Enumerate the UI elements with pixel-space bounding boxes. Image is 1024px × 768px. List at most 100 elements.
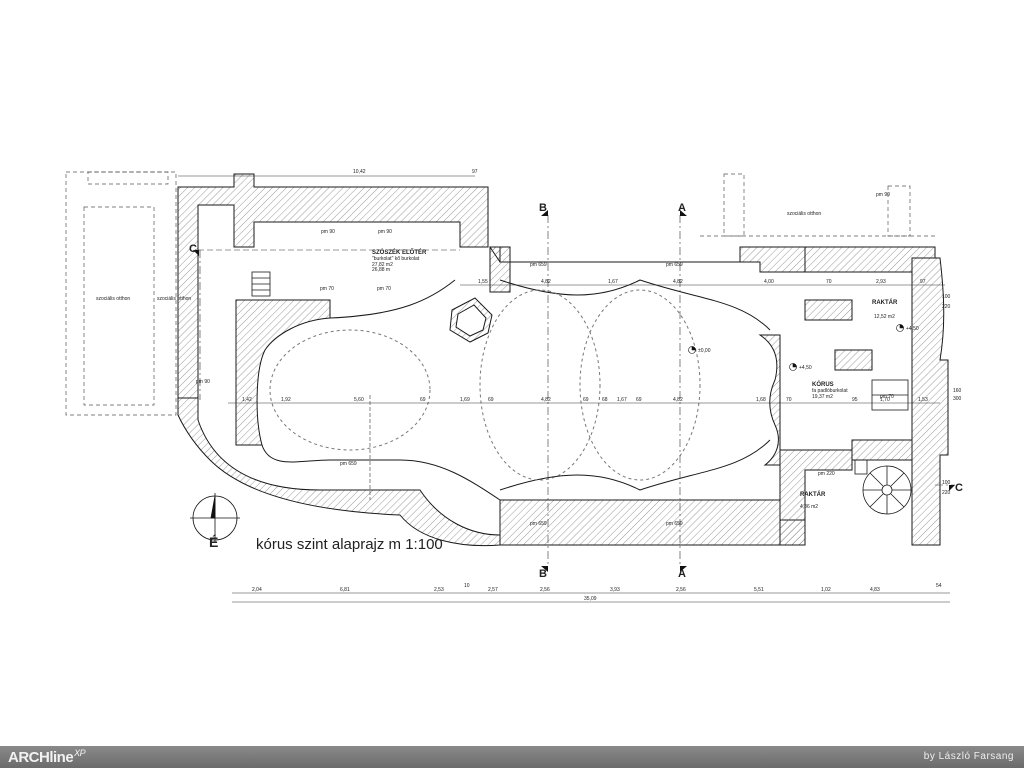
level-upper-2: +4,50 bbox=[906, 326, 919, 332]
room-eloter-area: 27,82 m2 bbox=[372, 262, 393, 268]
section-mark-b-top: B bbox=[539, 202, 547, 214]
spiral-staircase bbox=[251, 271, 912, 515]
room-korus-area: 19,37 m2 bbox=[812, 394, 833, 400]
room-szocialis-mid: szociális otthon bbox=[157, 296, 191, 302]
svg-text:1,69: 1,69 bbox=[460, 397, 470, 403]
archline-logo: ARCHlineXP bbox=[8, 748, 86, 766]
svg-text:95: 95 bbox=[852, 397, 858, 403]
svg-text:2,56: 2,56 bbox=[676, 587, 686, 593]
north-label: É bbox=[209, 534, 218, 550]
brand-sup: XP bbox=[74, 748, 86, 758]
section-mark-c-left: C bbox=[189, 243, 197, 255]
svg-text:70: 70 bbox=[826, 279, 832, 285]
dims-bottom-row: 2,04 6,81 2,53 2,57 2,56 3,93 2,56 5,51 … bbox=[252, 583, 942, 602]
svg-text:1,55: 1,55 bbox=[478, 279, 488, 285]
svg-text:54: 54 bbox=[936, 583, 942, 589]
svg-text:1,67: 1,67 bbox=[608, 279, 618, 285]
svg-text:5,51: 5,51 bbox=[754, 587, 764, 593]
author-credit: by László Farsang bbox=[923, 751, 1014, 762]
section-mark-a-bottom: A bbox=[678, 568, 686, 580]
vault-outlines bbox=[261, 279, 771, 501]
svg-text:69: 69 bbox=[488, 397, 494, 403]
svg-text:2,56: 2,56 bbox=[540, 587, 550, 593]
pulpit bbox=[449, 297, 493, 343]
dim-top-small: 97 bbox=[472, 169, 478, 175]
svg-text:2,93: 2,93 bbox=[876, 279, 886, 285]
svg-text:5,60: 5,60 bbox=[354, 397, 364, 403]
svg-text:2,57: 2,57 bbox=[488, 587, 498, 593]
svg-text:1,92: 1,92 bbox=[281, 397, 291, 403]
svg-text:pm 659: pm 659 bbox=[340, 461, 357, 467]
room-eloter-name: SZÓSZÉK ELŐTÉR bbox=[372, 248, 427, 256]
svg-text:100: 100 bbox=[942, 294, 951, 300]
svg-text:300: 300 bbox=[953, 396, 962, 402]
svg-text:2,04: 2,04 bbox=[252, 587, 262, 593]
drawing-title: kórus szint alaprajz m 1:100 bbox=[256, 536, 443, 553]
room-korus-detail: fa padlóburkolat bbox=[812, 388, 848, 394]
room-szocialis-left: szociális otthon bbox=[96, 296, 130, 302]
brand-name: ARCHline bbox=[8, 749, 74, 766]
svg-text:pm 70: pm 70 bbox=[320, 286, 334, 292]
svg-text:1,53: 1,53 bbox=[918, 397, 928, 403]
room-eloter-perim: 26,88 m bbox=[372, 267, 390, 273]
svg-text:pm 90: pm 90 bbox=[876, 192, 890, 198]
level-zero: ±0,00 bbox=[698, 348, 711, 354]
neighbour-building-left bbox=[65, 171, 935, 416]
section-mark-a-top: A bbox=[678, 202, 686, 214]
section-markers bbox=[193, 210, 955, 572]
svg-text:4,83: 4,83 bbox=[870, 587, 880, 593]
svg-text:pm 659: pm 659 bbox=[530, 262, 547, 268]
svg-text:69: 69 bbox=[420, 397, 426, 403]
svg-text:pm 70: pm 70 bbox=[880, 394, 894, 400]
north-arrow-icon bbox=[190, 493, 240, 543]
svg-text:68: 68 bbox=[602, 397, 608, 403]
svg-text:4,82: 4,82 bbox=[541, 397, 551, 403]
svg-text:1,70: 1,70 bbox=[880, 397, 890, 403]
dims-upper-row: 1,55 4,82 1,67 4,82 4,00 70 2,93 97 bbox=[478, 279, 926, 285]
room-szocialis-top: szociális otthon bbox=[787, 211, 821, 217]
walls bbox=[177, 173, 949, 547]
svg-text:3,93: 3,93 bbox=[610, 587, 620, 593]
svg-text:pm 659: pm 659 bbox=[666, 262, 683, 268]
svg-text:6,81: 6,81 bbox=[340, 587, 350, 593]
svg-text:4,00: 4,00 bbox=[764, 279, 774, 285]
svg-text:160: 160 bbox=[953, 388, 962, 394]
room-raktar2-area: 4,86 m2 bbox=[800, 504, 818, 510]
dims-right-column: 100 220 160 300 100 220 bbox=[942, 294, 962, 496]
svg-text:220: 220 bbox=[942, 304, 951, 310]
svg-text:pm 90: pm 90 bbox=[321, 229, 335, 235]
level-upper: +4,50 bbox=[799, 365, 812, 371]
dim-top-overall: 10,42 bbox=[353, 169, 366, 175]
dims-axis-row: 1,42 1,92 5,60 69 1,69 69 4,82 69 68 1,6… bbox=[242, 397, 928, 403]
opening-labels: pm 90 pm 90 pm 70 pm 70 pm 90 pm 659 pm … bbox=[196, 192, 894, 527]
svg-text:4,82: 4,82 bbox=[541, 279, 551, 285]
svg-text:97: 97 bbox=[920, 279, 926, 285]
svg-text:1,67: 1,67 bbox=[617, 397, 627, 403]
room-eloter-detail: "burkolat" kő burkolat bbox=[372, 256, 420, 262]
section-mark-b-bottom: B bbox=[539, 568, 547, 580]
footer-bar: ARCHlineXP by László Farsang bbox=[0, 746, 1024, 768]
svg-text:1,02: 1,02 bbox=[821, 587, 831, 593]
svg-text:4,82: 4,82 bbox=[673, 279, 683, 285]
svg-text:pm 90: pm 90 bbox=[378, 229, 392, 235]
dimension-lines bbox=[178, 175, 955, 603]
svg-text:1,68: 1,68 bbox=[756, 397, 766, 403]
svg-text:2,53: 2,53 bbox=[434, 587, 444, 593]
svg-text:pm 659: pm 659 bbox=[666, 521, 683, 527]
dim-bottom-total: 35,09 bbox=[584, 596, 597, 602]
svg-text:10: 10 bbox=[464, 583, 470, 589]
floor-plan-drawing: B A B A C C szociális otthon szociális o… bbox=[65, 169, 963, 603]
level-markers bbox=[688, 324, 904, 371]
svg-text:69: 69 bbox=[636, 397, 642, 403]
svg-text:70: 70 bbox=[786, 397, 792, 403]
room-raktar2-name: RAKTÁR bbox=[800, 491, 826, 498]
svg-text:100: 100 bbox=[942, 480, 951, 486]
svg-text:220: 220 bbox=[942, 490, 951, 496]
svg-text:69: 69 bbox=[583, 397, 589, 403]
room-korus-name: KÓRUS bbox=[812, 380, 834, 388]
room-raktar1-name: RAKTÁR bbox=[872, 299, 898, 306]
svg-text:pm 70: pm 70 bbox=[377, 286, 391, 292]
svg-text:pm 659: pm 659 bbox=[530, 521, 547, 527]
svg-text:4,82: 4,82 bbox=[673, 397, 683, 403]
svg-text:1,42: 1,42 bbox=[242, 397, 252, 403]
